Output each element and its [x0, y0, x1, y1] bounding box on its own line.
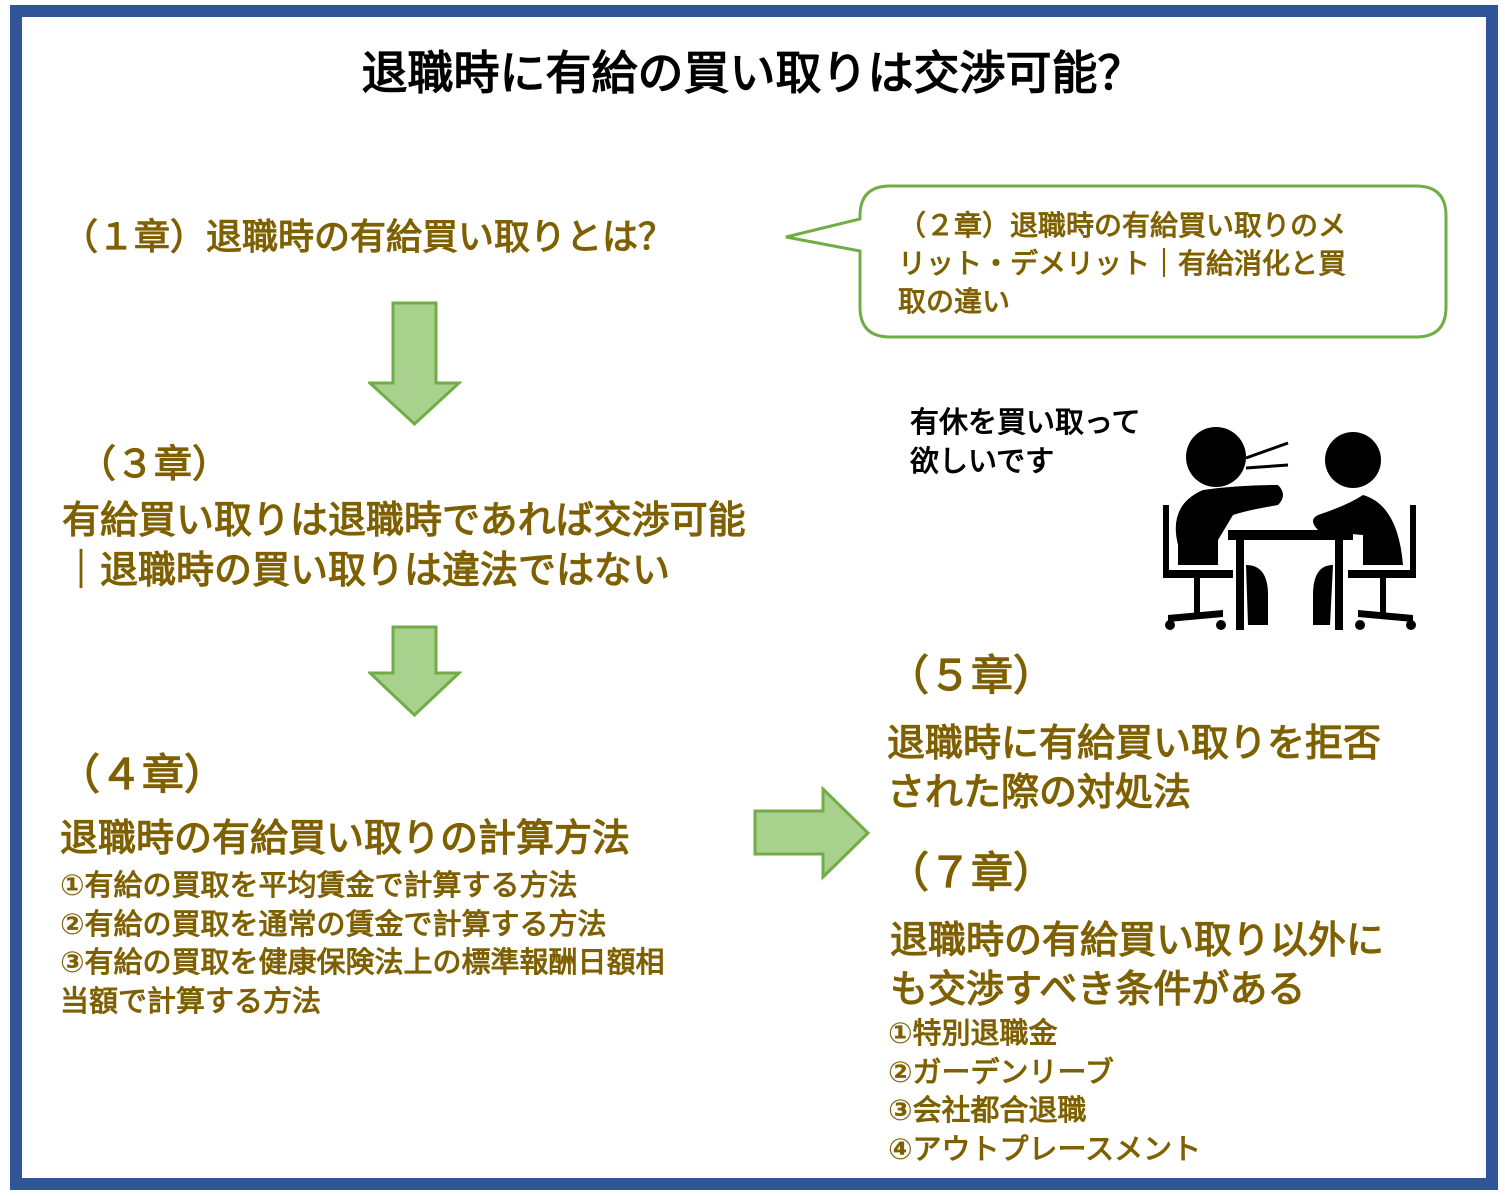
chapter-3-line: 有給買い取りは退職時であれば交渉可能 [62, 498, 746, 542]
chapter-7-label: （７章） [887, 848, 1056, 897]
down-arrow-icon [368, 625, 462, 718]
chapter-4-heading: 退職時の有給買い取りの計算方法 [60, 816, 631, 860]
chapter-2-line: （２章）退職時の有給買い取りのメ [898, 209, 1347, 242]
chapter-7-line: も交渉すべき条件がある [890, 967, 1306, 1011]
list-item: ②ガーデンリーブ [888, 1054, 1114, 1089]
chapter-2-line: リット・デメリット｜有給消化と買 [898, 247, 1347, 280]
negotiation-people-icon [1163, 427, 1416, 630]
down-arrow-icon [368, 301, 462, 427]
page-title: 退職時に有給の買い取りは交渉可能？ [361, 46, 1144, 100]
chapter-2-line: 取の違い [898, 285, 1011, 318]
list-item: ③会社都合退職 [888, 1093, 1087, 1127]
list-item: ①特別退職金 [888, 1016, 1058, 1050]
speech-bubble [785, 184, 1448, 339]
chapter-2: （２章）退職時の有給買い取りのメ リット・デメリット｜有給消化と買 取の違い [898, 207, 1346, 321]
speech-line: 有休を買い取って [910, 405, 1141, 439]
chapter-5-line: された際の対処法 [887, 770, 1192, 814]
chapter-7-items: ①特別退職金 ②ガーデンリーブ ③会社都合退職 ④アウトプレースメント [888, 1014, 1201, 1168]
chapter-7: 退職時の有給買い取り以外に も交渉すべき条件がある [890, 916, 1384, 1014]
chapter-1: （１章）退職時の有給買い取りとは？ [62, 217, 675, 258]
chapter-3: 有給買い取りは退職時であれば交渉可能 ｜退職時の買い取りは違法ではない [62, 495, 746, 595]
frame-border [10, 5, 1498, 1190]
chapter-5-label: （５章） [887, 651, 1056, 700]
chapter-5: 退職時に有給買い取りを拒否 された際の対処法 [887, 719, 1381, 817]
chapter-4-label: （４章） [58, 750, 227, 799]
right-arrow-icon [753, 786, 871, 881]
list-item: ①有給の買取を平均賃金で計算する方法 [60, 868, 578, 902]
list-item: ④アウトプレースメント [888, 1131, 1202, 1166]
chapter-3-label: （３章） [78, 442, 231, 486]
speech-text: 有休を買い取って 欲しいです [910, 403, 1141, 481]
list-item: ③有給の買取を健康保険法上の標準報酬日額相 [60, 945, 665, 979]
chapter-3-line: ｜退職時の買い取りは違法ではない [62, 548, 671, 592]
chapter-4-items: ①有給の買取を平均賃金で計算する方法 ②有給の買取を通常の賃金で計算する方法 ③… [60, 866, 665, 1020]
chapter-5-line: 退職時に有給買い取りを拒否 [887, 721, 1382, 765]
chapter-7-line: 退職時の有給買い取り以外に [890, 918, 1385, 962]
speech-line: 欲しいです [910, 444, 1055, 478]
list-item: ②有給の買取を通常の賃金で計算する方法 [60, 906, 607, 941]
list-item: 当額で計算する方法 [60, 983, 322, 1018]
